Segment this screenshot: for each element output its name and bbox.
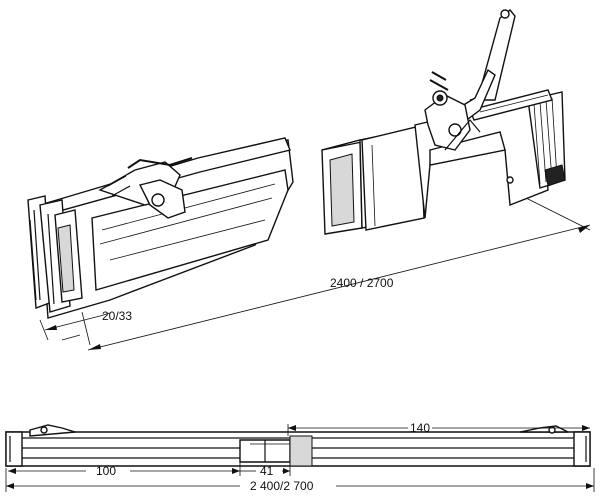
- width-range-label: 20/33: [102, 309, 132, 323]
- clamp-open-isometric: [321, 9, 566, 235]
- total-length-label: 2400 / 2700: [330, 276, 394, 290]
- segment-left-label: 100: [96, 464, 116, 478]
- segment-gap-label: 41: [260, 464, 274, 478]
- dimension-lines-side: [5, 424, 595, 492]
- clamp-side-view: [5, 424, 591, 467]
- segment-right-label: 140: [410, 421, 430, 435]
- total-length-side-label: 2 400/2 700: [250, 479, 314, 493]
- clamp-closed-isometric: [27, 137, 294, 319]
